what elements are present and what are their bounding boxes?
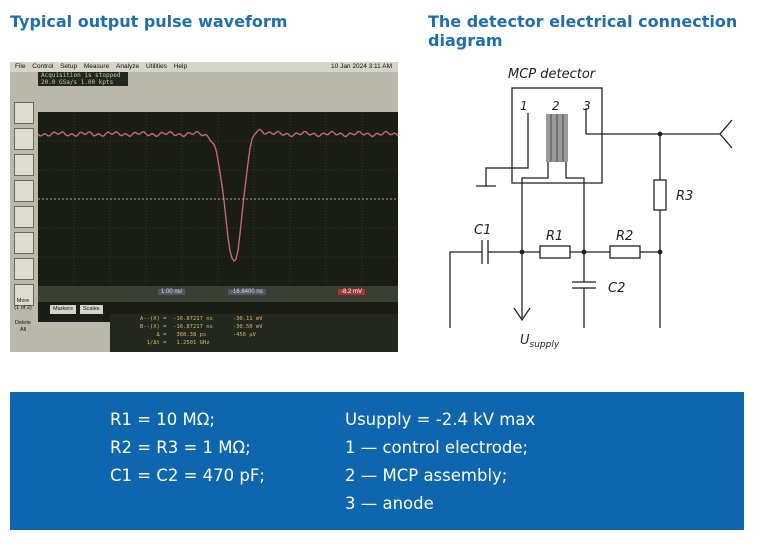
r1-label: R1 <box>546 229 563 244</box>
supply-label: Usupply <box>520 333 560 350</box>
c1-label: C1 <box>474 223 491 238</box>
waveform-svg <box>37 112 399 286</box>
tool-button[interactable] <box>14 128 34 150</box>
legend-pin-1: 1 — control electrode; <box>345 438 529 457</box>
timebase-field[interactable]: 1.00 ns/ <box>158 289 186 295</box>
spec-supply: Usupply = -2.4 kV max <box>345 410 536 429</box>
tool-button[interactable] <box>14 102 34 124</box>
more-label: More <box>16 298 30 304</box>
trigger-level-field[interactable]: -8.2 mV <box>338 289 366 295</box>
spec-c1-c2: C1 = C2 = 470 pF; <box>110 466 265 485</box>
spec-r2-r3: R2 = R3 = 1 MΩ; <box>110 438 251 457</box>
acquisition-line: Acquisition is stopped <box>41 72 121 79</box>
legend-pin-3: 3 — anode <box>345 494 434 513</box>
acquisition-status: Acquisition is stopped 20.0 GSa/s 1.00 k… <box>38 72 128 86</box>
pin-3-label: 3 <box>583 99 591 113</box>
tool-button[interactable] <box>14 284 34 306</box>
component-values: R1 = 10 MΩ; R2 = R3 = 1 MΩ; C1 = C2 = 47… <box>110 406 265 490</box>
r2-label: R2 <box>616 229 633 244</box>
measurement-row: B--(X) = -16.87217 ns -30.50 mV <box>140 324 263 330</box>
measurement-row: A--(X) = -16.87217 ns -30.11 mV <box>140 316 263 322</box>
supply-arrow <box>513 307 531 322</box>
tab-scales[interactable]: Scales <box>80 305 103 314</box>
tool-button[interactable] <box>14 258 34 280</box>
spec-r1: R1 = 10 MΩ; <box>110 410 215 429</box>
menu-file[interactable]: File <box>15 63 26 70</box>
detector-title: MCP detector <box>508 67 597 82</box>
menu-help[interactable]: Help <box>173 63 188 70</box>
all-label: All <box>19 327 27 333</box>
supply-subscript: supply <box>530 340 560 350</box>
pin-2-label: 2 <box>552 99 560 113</box>
delete-label: Delete <box>15 320 31 326</box>
supply-main: U <box>520 333 530 348</box>
resistor-r1 <box>539 245 571 259</box>
menu-control[interactable]: Control <box>32 63 54 70</box>
menu-setup[interactable]: Setup <box>60 63 78 70</box>
resistor-r2 <box>609 245 641 259</box>
control-electrode-wire <box>485 113 529 186</box>
menu-measure[interactable]: Measure <box>83 63 110 70</box>
output-connector <box>719 119 733 149</box>
r3-label: R3 <box>676 189 693 204</box>
measurement-row: 1/Δt = 1.2501 GHz <box>140 340 210 346</box>
oscilloscope-screenshot: File Control Setup Measure Analyze Utili… <box>10 62 399 352</box>
tool-button[interactable] <box>14 206 34 228</box>
resistor-r3 <box>653 179 667 211</box>
delay-field[interactable]: -16.8400 ns <box>228 289 266 295</box>
pin-1-label: 1 <box>520 99 528 113</box>
c2-label: C2 <box>608 281 625 296</box>
waveform-heading: Typical output pulse waveform <box>10 12 288 31</box>
tool-button[interactable] <box>14 232 34 254</box>
scope-menu-bar: File Control Setup Measure Analyze Utili… <box>10 62 398 72</box>
detector-housing <box>511 87 603 184</box>
acquisition-rate: 20.0 GSa/s 1.00 kpts <box>41 79 114 86</box>
pulse-trace <box>37 128 399 263</box>
legend-pin-2: 2 — MCP assembly; <box>345 466 508 485</box>
tab-markers[interactable]: Markers <box>50 305 76 314</box>
tool-rail <box>12 102 34 310</box>
more-page: (1 of 2) <box>14 305 32 311</box>
tool-button[interactable] <box>14 154 34 176</box>
marker-measurements: A--(X) = -16.87217 ns -30.11 mV B--(X) =… <box>110 314 398 352</box>
connection-diagram: MCP detector 1 2 3 R3 C1 R1 R2 C2 Usuppl… <box>449 67 733 350</box>
scope-datetime: 10 Jan 2024 3:11 AM <box>331 63 392 70</box>
menu-analyze[interactable]: Analyze <box>116 63 140 70</box>
specs-panel: R1 = 10 MΩ; R2 = R3 = 1 MΩ; C1 = C2 = 47… <box>10 392 744 530</box>
scope-control-bar: 1.00 ns/ -16.8400 ns -8.2 mV <box>38 286 398 302</box>
menu-utilities[interactable]: Utilities <box>145 63 167 70</box>
pin-legend: Usupply = -2.4 kV max 1 — control electr… <box>345 406 535 518</box>
more-button[interactable]: More (1 of 2) <box>12 298 34 312</box>
tool-button[interactable] <box>14 180 34 202</box>
diagram-heading: The detector electrical connection diagr… <box>428 12 738 50</box>
delete-all-button[interactable]: Delete All <box>12 320 34 334</box>
measurement-row: Δ = 368.38 ps -456 µV <box>140 332 256 338</box>
